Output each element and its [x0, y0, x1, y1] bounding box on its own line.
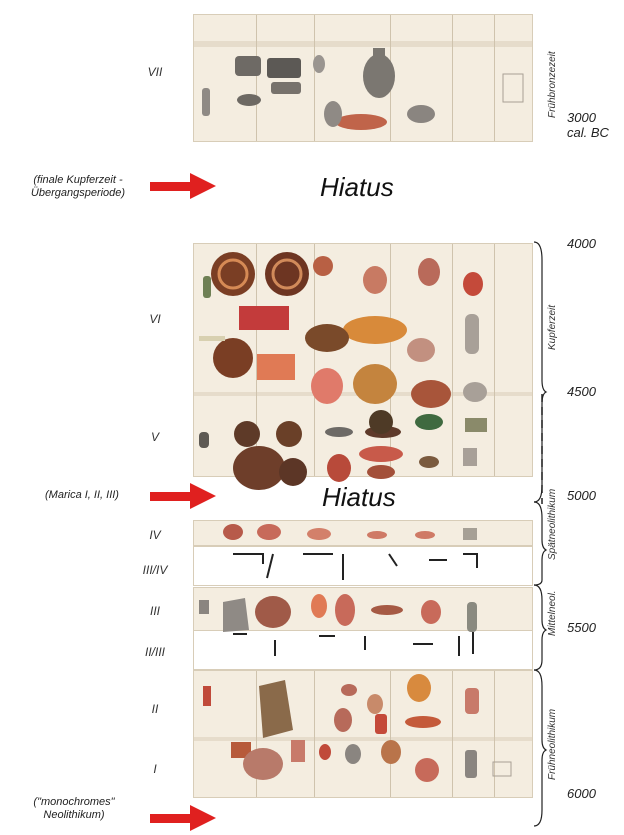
phase-label-iii: III: [125, 604, 185, 618]
period-spaetneolithikum: Spätneolithikum: [547, 489, 558, 560]
phase-label-vii: VII: [125, 65, 185, 79]
date-4000: 4000: [567, 236, 596, 251]
phase-label-ii-iii: II/III: [125, 645, 185, 659]
period-fruehneolithikum: Frühneolithikum: [547, 709, 558, 780]
phase-label-iii-iv: III/IV: [125, 563, 185, 577]
date-3000: 3000: [567, 110, 596, 125]
phase-label-v: V: [125, 430, 185, 444]
brace-dashed: [540, 394, 546, 504]
phase-label-ii: II: [125, 702, 185, 716]
phase-label-i: I: [125, 762, 185, 776]
period-braces: [532, 240, 548, 830]
date-5500: 5500: [567, 620, 596, 635]
date-cal-bc: cal. BC: [567, 125, 609, 140]
period-fruehbronzezeit: Frühbronzezeit: [547, 51, 558, 118]
date-6000: 6000: [567, 786, 596, 801]
period-mittelneol: Mittelneol.: [547, 590, 558, 636]
arrow-middle: [150, 481, 218, 511]
period-kupferzeit: Kupferzeit: [547, 305, 558, 350]
note-final-copper-age: (finale Kupferzeit - Übergangsperiode): [8, 174, 148, 200]
arrow-lower: [150, 803, 218, 833]
pottery-artifacts: [193, 14, 531, 804]
note-monochrome-neolithic: ("monochromes" Neolithikum): [14, 796, 134, 822]
phase-label-iv: IV: [125, 528, 185, 542]
date-4500: 4500: [567, 384, 596, 399]
arrow-upper: [150, 171, 218, 201]
hiatus-lower: Hiatus: [322, 482, 396, 513]
phase-label-vi: VI: [125, 312, 185, 326]
hiatus-upper: Hiatus: [320, 172, 394, 203]
note-marica: (Marica I, II, III): [22, 489, 142, 502]
date-5000: 5000: [567, 488, 596, 503]
